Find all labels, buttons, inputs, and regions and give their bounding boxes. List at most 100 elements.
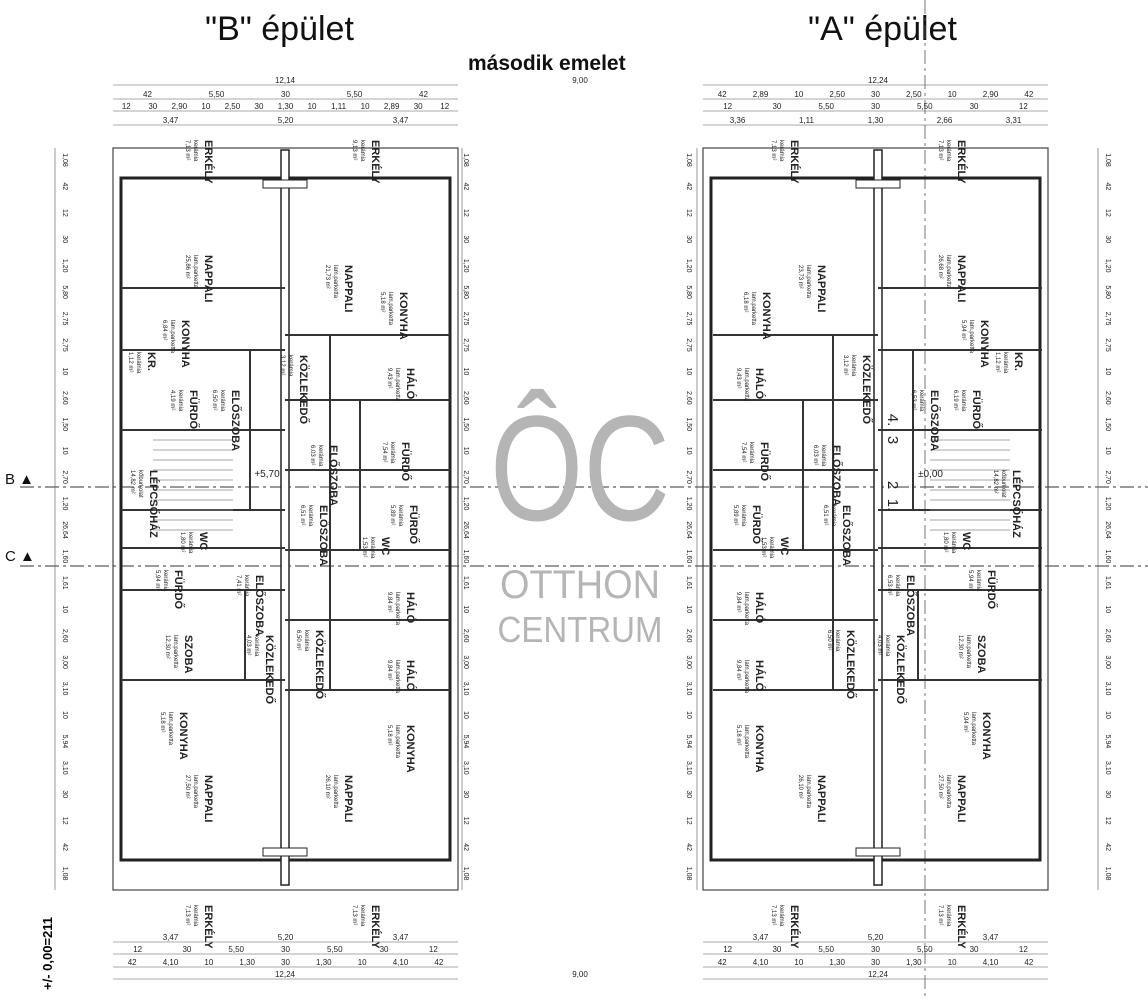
dimension-value: 10 <box>361 102 370 111</box>
room-area: 14,82 m² <box>129 470 135 494</box>
dimension-value: 10 <box>204 958 213 967</box>
side-dimension: 2,60 <box>462 391 469 405</box>
dimension-value: 5,20 <box>868 933 884 942</box>
building-a-title: "A" épület <box>808 10 957 48</box>
room-finish: kerámia <box>359 905 365 927</box>
room-name: WC <box>197 532 209 550</box>
side-dimension: 12 <box>685 209 692 217</box>
dimension-value: 3,47 <box>393 933 409 942</box>
room-area: 4,03 m² <box>245 635 251 655</box>
room-name: KONYHA <box>397 292 409 340</box>
dimension-value: 12 <box>440 102 449 111</box>
side-dimension: 1,08 <box>61 867 68 881</box>
axis-c-label: C ▲ <box>5 548 35 565</box>
room-finish: kerámia <box>740 505 746 527</box>
dimension-value: 42 <box>434 958 443 967</box>
room-area: 9,43 m² <box>386 368 392 388</box>
dimension-value: 12,14 <box>275 76 296 85</box>
dimension-value: 5,50 <box>209 90 225 99</box>
side-dimension: 1,61 <box>462 576 469 590</box>
room-area: 5,94 m² <box>960 320 966 340</box>
dimension-value: 2,66 <box>937 116 953 125</box>
room-name: NAPPALI <box>202 775 214 822</box>
room-area: 5,94 m² <box>967 570 973 590</box>
room-name: HÁLÓ <box>753 592 766 624</box>
room-finish: kerámia <box>960 390 966 412</box>
dimension-value: 5,50 <box>917 102 933 111</box>
side-dimension: 26,64 <box>1104 521 1111 539</box>
dimension-value: 30 <box>255 102 264 111</box>
side-dimension: 5,94 <box>61 735 68 749</box>
floor-title: második emelet <box>468 52 626 75</box>
level-mark: ±0,00 <box>918 469 943 480</box>
logo-letters: ÔC <box>490 384 670 552</box>
side-dimension: 30 <box>685 235 692 243</box>
side-dimension: 1,08 <box>462 153 469 167</box>
side-dimension: 10 <box>462 605 469 613</box>
side-dimension: 2,60 <box>1104 629 1111 643</box>
room-area: 6,53 m² <box>910 390 916 410</box>
side-dimension: 1,08 <box>1104 153 1111 167</box>
dimension-value: 5,50 <box>818 102 834 111</box>
room-area: 12,30 m² <box>164 635 170 659</box>
side-dimension: 2,75 <box>462 312 469 326</box>
side-dimension: 10 <box>685 711 692 719</box>
room-area: 6,50 m² <box>211 390 217 410</box>
side-dimension: 2,70 <box>685 470 692 484</box>
dimension-value: 30 <box>772 102 781 111</box>
room-finish: kerámia <box>884 635 890 657</box>
room-finish: kerámia <box>187 532 193 554</box>
room-finish: lam.parketta <box>332 775 338 809</box>
room-finish: lam.parketta <box>169 320 175 354</box>
side-dimension: 2,60 <box>685 391 692 405</box>
side-dimension: 10 <box>61 447 68 455</box>
room-name: FÜRDŐ <box>985 570 998 610</box>
dimension-value: 4,10 <box>393 958 409 967</box>
dimension-value: 12 <box>1019 945 1028 954</box>
side-dimension: 5,80 <box>1104 285 1111 299</box>
dimension-value: 30 <box>871 102 880 111</box>
side-dimension: 10 <box>462 368 469 376</box>
dimension-value: 2,50 <box>829 90 845 99</box>
room-finish: lam.parketta <box>743 368 749 402</box>
room-finish: kerámia <box>918 390 924 412</box>
side-dimension: 1,20 <box>685 259 692 273</box>
room-finish: lam.parketta <box>743 725 749 759</box>
side-dimension: 1,61 <box>61 576 68 590</box>
room-area: 6,51 m² <box>822 505 828 525</box>
side-dimension: 2,60 <box>685 629 692 643</box>
room-area: 26,68 m² <box>937 255 943 279</box>
room-finish: kerámia <box>1002 352 1008 374</box>
side-dimension: 10 <box>1104 368 1111 376</box>
room-area: 1,12 m² <box>994 352 1000 372</box>
dimension-value: 5,50 <box>917 945 933 954</box>
dimension-value: 4,10 <box>983 958 999 967</box>
dimension-value: 5,50 <box>228 945 244 954</box>
side-dimension: 2,75 <box>462 338 469 352</box>
room-finish: lam.parketta <box>965 635 971 669</box>
room-finish: kerámia <box>778 905 784 927</box>
logo-line2: CENTRUM <box>498 609 663 650</box>
dimension-value: 5,50 <box>347 90 363 99</box>
room-area: 5,18 m² <box>386 725 392 745</box>
side-dimension: 10 <box>685 605 692 613</box>
room-name: FÜRDŐ <box>172 570 185 610</box>
side-dimension: 30 <box>61 790 68 798</box>
side-dimension: 10 <box>462 711 469 719</box>
dimension-value: 3,47 <box>393 116 409 125</box>
